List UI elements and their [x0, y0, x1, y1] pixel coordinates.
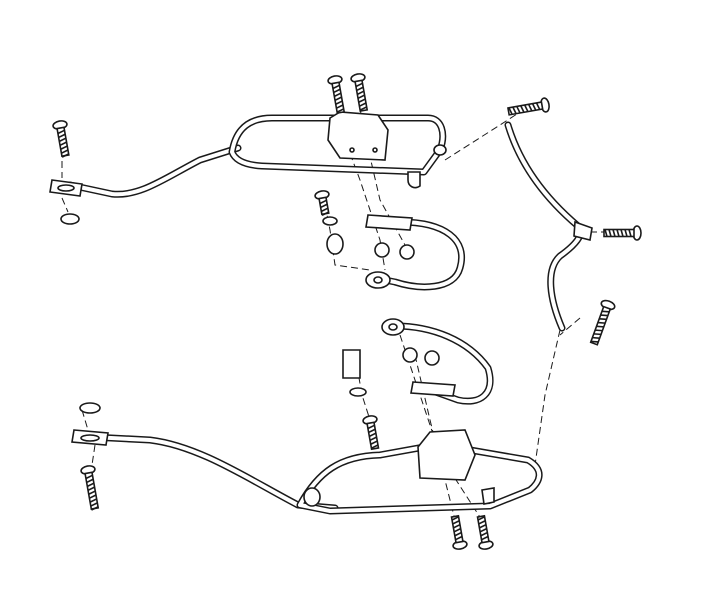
bolt-icon: [362, 415, 380, 451]
bolts-group: [52, 73, 642, 550]
lower-rack-frame: [71, 429, 543, 515]
bolt-icon: [350, 73, 369, 113]
bolt-icon: [450, 514, 468, 550]
bolt-icon: [589, 299, 616, 346]
bolt-icon: [80, 465, 100, 511]
lower-u-bracket: [79, 318, 494, 414]
bolt-icon: [52, 120, 70, 158]
upper-u-bracket: [322, 214, 465, 291]
center-bracket: [504, 121, 593, 332]
bolt-icon: [476, 514, 494, 550]
bolt-icon: [327, 75, 346, 115]
bolt-icon: [507, 97, 550, 116]
bolt-icon: [603, 225, 642, 241]
upper-rack-frame: [49, 111, 447, 225]
bolt-icon: [314, 190, 330, 217]
